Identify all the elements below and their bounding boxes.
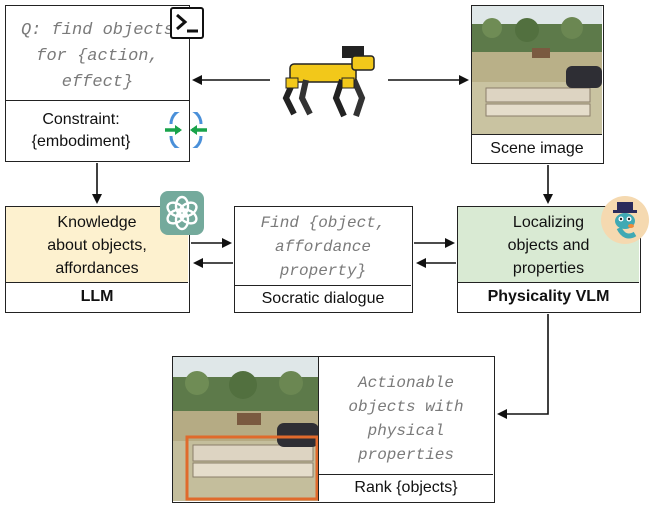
robot-dog-icon <box>272 40 384 120</box>
llm-box: Knowledge about objects, affordances LLM <box>5 206 190 313</box>
query-line-3: effect} <box>61 73 134 92</box>
dialogue-line-1: Find {object, <box>260 214 386 232</box>
constraint-line-2: {embodiment} <box>31 133 131 150</box>
output-caption: Rank {objects} <box>319 474 493 501</box>
vlm-line-3: properties <box>512 260 585 277</box>
dialogue-box: Find {object, affordance property} Socra… <box>234 206 413 313</box>
vlm-body: Localizing objects and properties <box>458 207 639 283</box>
vlm-box: Localizing objects and properties Physic… <box>457 206 641 313</box>
vlm-line-2: objects and <box>507 237 590 254</box>
llm-line-2: about objects, <box>47 237 147 254</box>
vlm-caption: Physicality VLM <box>487 288 610 305</box>
output-box: Actionable objects with physical propert… <box>172 356 495 503</box>
openai-logo-icon <box>160 191 204 235</box>
query-line-1: Q: find objects <box>20 21 175 40</box>
terminal-icon <box>170 7 204 39</box>
output-line-2: objects with <box>348 398 464 416</box>
scene-box: Scene image <box>471 5 604 164</box>
scene-caption: Scene image <box>472 134 602 162</box>
dialogue-line-2: affordance <box>274 238 371 256</box>
llm-line-3: affordances <box>55 260 139 277</box>
dialogue-caption: Socratic dialogue <box>235 285 411 311</box>
output-line-1: Actionable <box>357 374 454 392</box>
llm-line-1: Knowledge <box>57 214 137 231</box>
llm-caption: LLM <box>80 288 114 305</box>
output-line-4: properties <box>357 446 454 464</box>
dialogue-line-3: property} <box>279 262 367 280</box>
lizard-mascot-icon <box>601 196 649 244</box>
arrow-vlm-to-output <box>497 314 549 419</box>
vlm-line-1: Localizing <box>512 214 585 231</box>
query-box: Q: find objects for {action, effect} <box>5 5 190 101</box>
scene-image <box>472 6 602 134</box>
query-text: Q: find objects for {action, effect} <box>6 18 189 96</box>
constraint-box: Constraint: {embodiment} <box>5 100 190 162</box>
output-line-3: physical <box>367 422 445 440</box>
llm-body: Knowledge about objects, affordances <box>6 207 188 283</box>
constraint-line-1: Constraint: <box>42 111 120 128</box>
output-image <box>173 357 319 501</box>
query-line-2: for {action, <box>36 47 159 66</box>
